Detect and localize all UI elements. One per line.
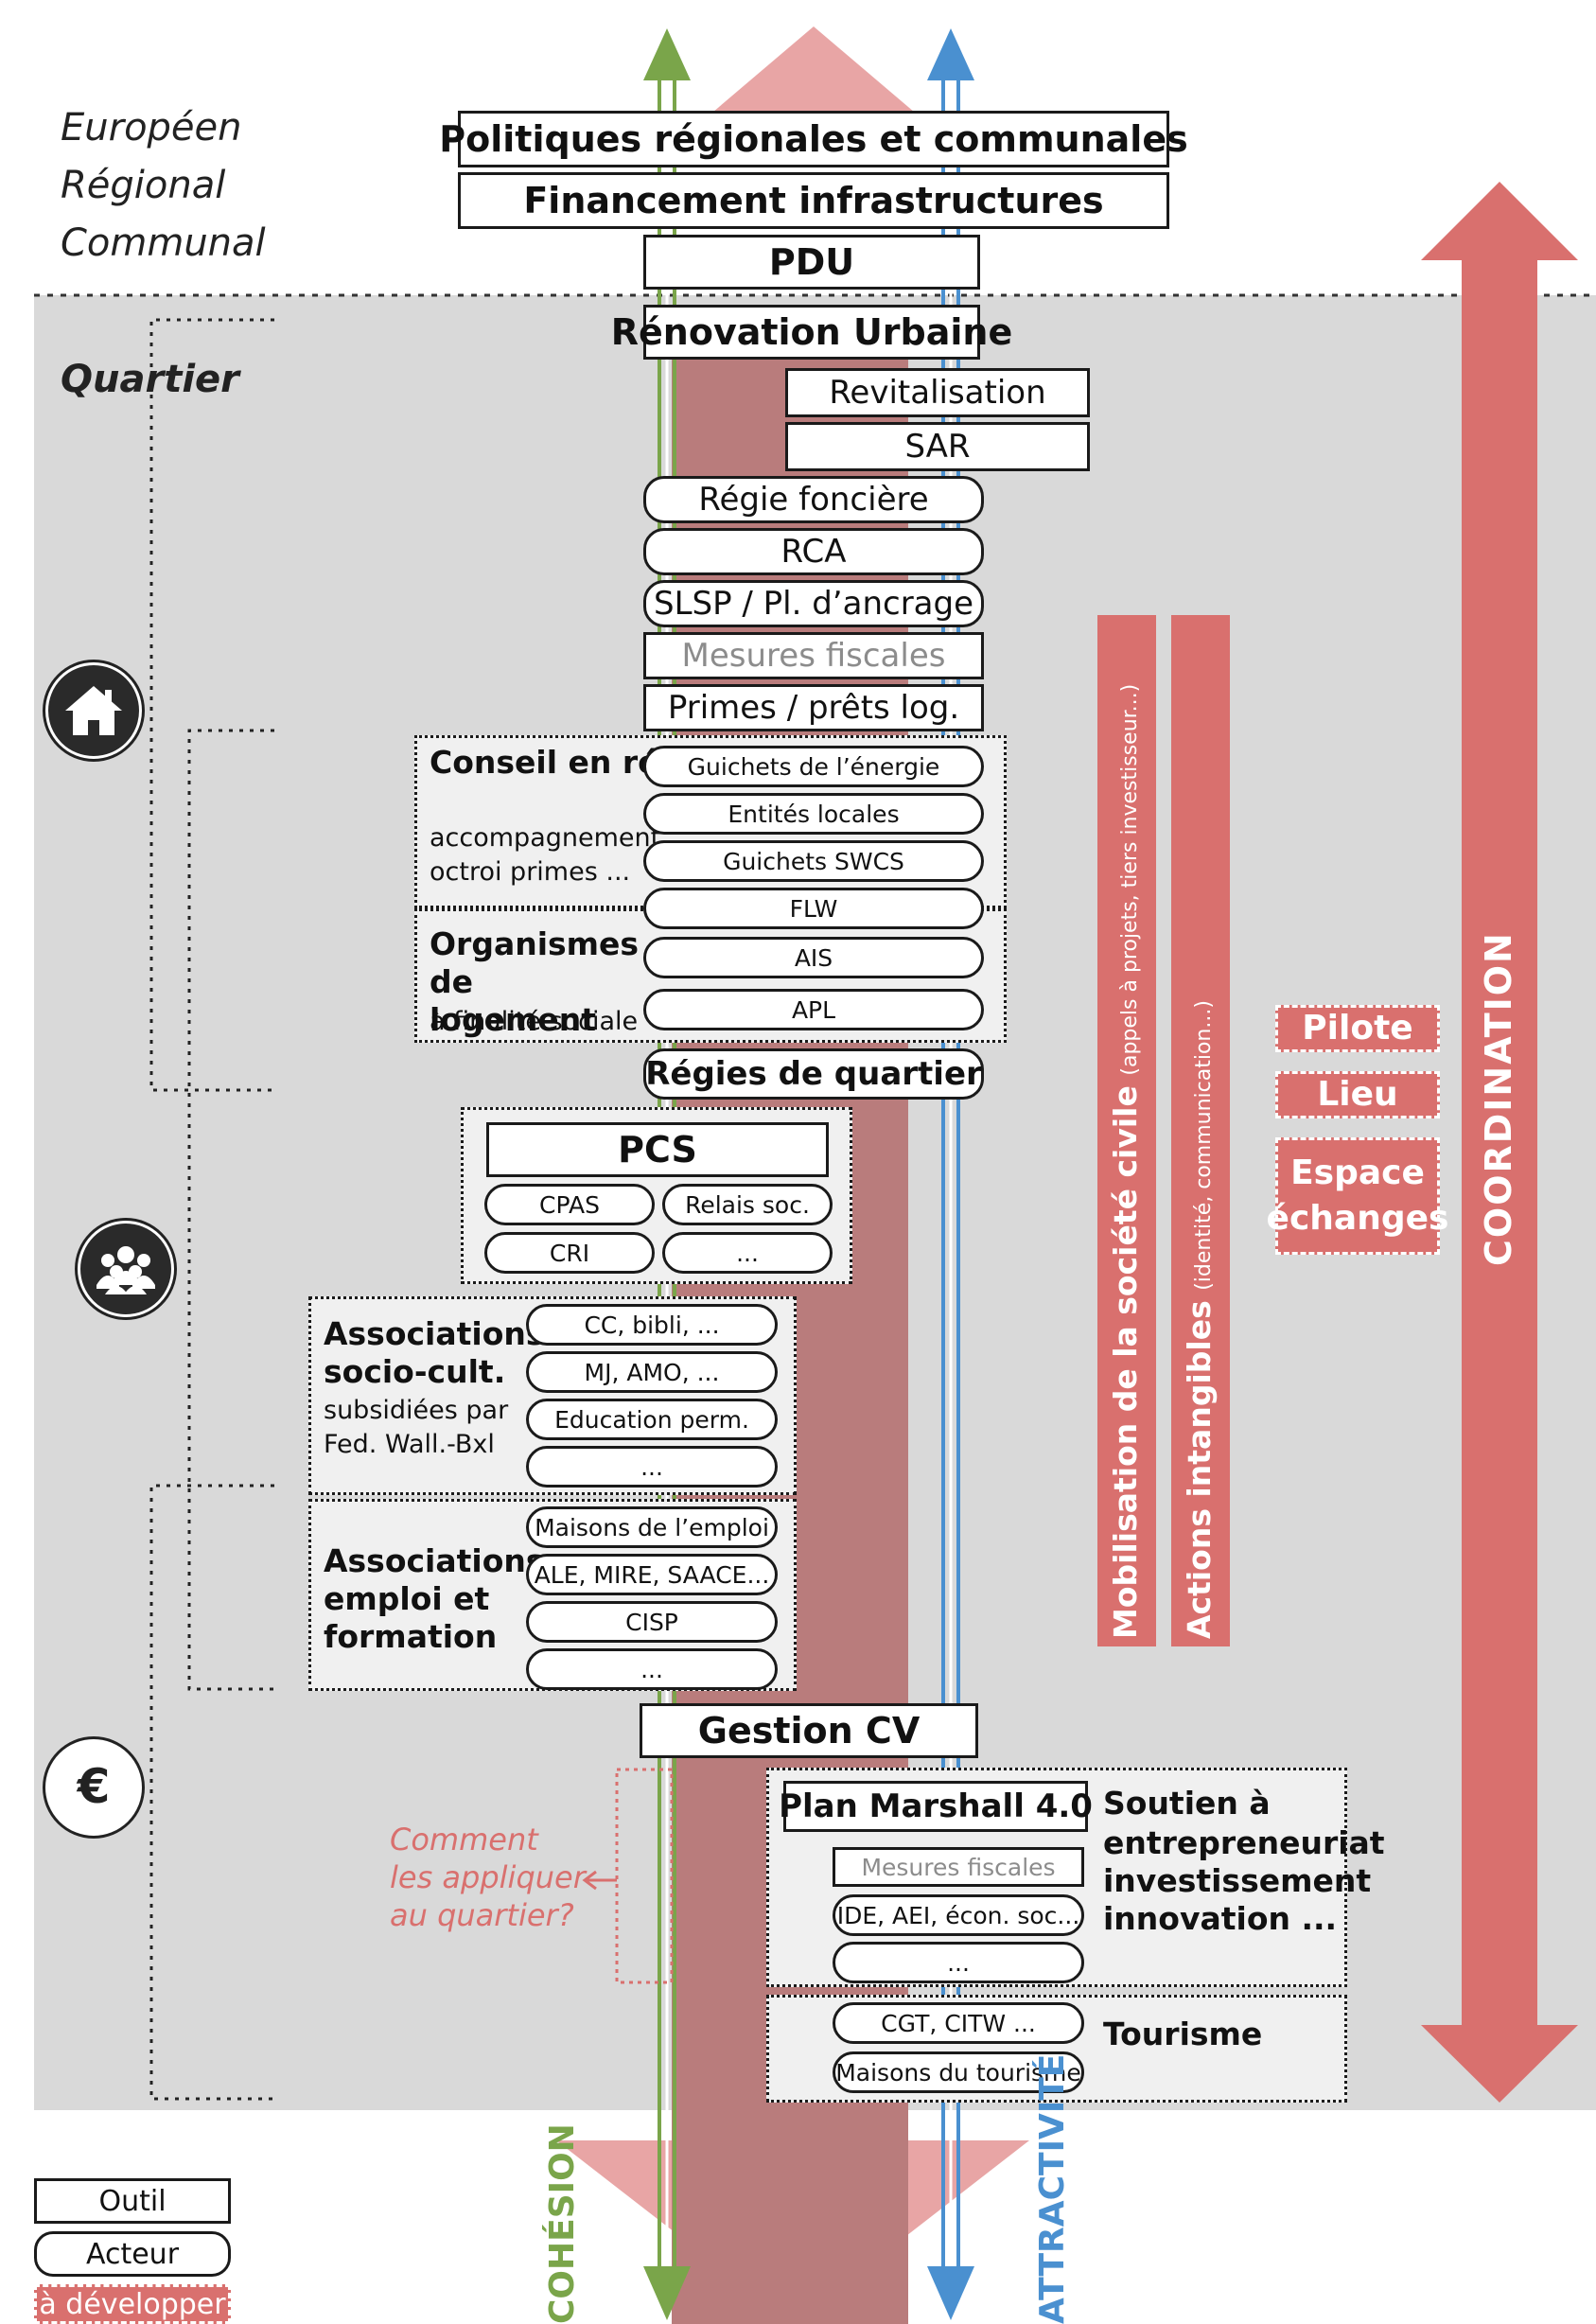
question-bracket	[582, 1768, 674, 1984]
svg-text:€: €	[77, 1759, 111, 1814]
tool-plan-marshall: Plan Marshall 4.0	[779, 1781, 1093, 1832]
tool-gestion-cv: Gestion CV	[640, 1703, 978, 1758]
conseil-subtitle: accompagnement octroi primes ...	[430, 823, 661, 887]
actor-regie-fonciere: Régie foncière	[643, 476, 984, 523]
actor-maisons-tourisme: Maisons du tourisme	[833, 2051, 1084, 2093]
tag-espace-echanges: Espace échanges	[1267, 1137, 1448, 1255]
tool-politiques: Politiques régionales et communales	[439, 111, 1188, 167]
people-icon	[78, 1221, 174, 1317]
coordination-arrow	[1421, 182, 1578, 2103]
actor-entites-locales: Entités locales	[643, 793, 984, 835]
level-communal: Communal	[61, 221, 266, 265]
actor-ide-aei: IDE, AEI, écon. soc...	[833, 1894, 1084, 1936]
left-brackets	[149, 318, 274, 2101]
top-pink-triangle	[700, 26, 927, 123]
actor-emploi-more: ...	[526, 1648, 778, 1690]
actor-ais: AIS	[643, 937, 984, 978]
organismes-title: Organismes de logement	[430, 925, 640, 1038]
level-quartier: Quartier	[61, 358, 239, 401]
tag-lieu: Lieu	[1275, 1071, 1440, 1118]
mobilisation-paren: (appels à projets, tiers investisseur...…	[1118, 683, 1142, 1076]
actor-ale-mire: ALE, MIRE, SAACE...	[526, 1554, 778, 1595]
tool-mesures-fiscales: Mesures fiscales	[643, 632, 984, 679]
legend-outil: Outil	[34, 2178, 231, 2224]
tool-renovation-urbaine: Rénovation Urbaine	[611, 305, 1012, 360]
actor-pcs-more: ...	[662, 1232, 833, 1274]
level-regional: Régional	[61, 164, 226, 207]
mobilisation-label: Mobilisation de la société civile (appel…	[1107, 684, 1144, 1639]
actor-cri: CRI	[484, 1232, 655, 1274]
actor-maisons-emploi: Maisons de l’emploi	[526, 1506, 778, 1548]
tool-financement: Financement infrastructures	[458, 172, 1169, 229]
actions-label: Actions intangibles (identité, communica…	[1181, 1000, 1218, 1639]
attractivite-label: ATTRACTIVITÉ	[1033, 2053, 1072, 2324]
tag-pilote: Pilote	[1275, 1005, 1440, 1052]
tourisme-title: Tourisme	[1103, 2016, 1263, 2052]
tool-revitalisation: Revitalisation	[785, 368, 1090, 417]
tool-pdu: PDU	[643, 235, 980, 290]
soutien-line-2: investissement	[1103, 1862, 1372, 1899]
question-line-3: au quartier?	[390, 1897, 574, 1933]
level-europeen: Européen	[61, 106, 242, 150]
tool-mesures-fiscales-eco: Mesures fiscales	[833, 1847, 1084, 1887]
mobilisation-bar	[1097, 615, 1156, 1646]
actor-apl: APL	[643, 989, 984, 1030]
tool-sar: SAR	[785, 422, 1090, 471]
question-text: Comment les appliquer au quartier?	[390, 1821, 586, 1934]
actor-guichets-energie: Guichets de l’énergie	[643, 746, 984, 787]
soutien-line-1: entrepreneuriat	[1103, 1824, 1385, 1861]
tool-pcs: PCS	[486, 1122, 829, 1177]
mobilisation-text: Mobilisation de la société civile	[1107, 1085, 1144, 1639]
legend-a-developper: à développer	[34, 2284, 231, 2324]
question-line-2: les appliquer	[390, 1859, 586, 1895]
soutien-title: Soutien à	[1103, 1785, 1271, 1822]
socio-cult-subtitle: subsidiées par Fed. Wall.-Bxl	[324, 1396, 509, 1459]
actor-rca: RCA	[643, 528, 984, 575]
actor-mj-amo: MJ, AMO, ...	[526, 1351, 778, 1393]
emploi-title: Associations emploi et formation	[324, 1542, 545, 1655]
actor-cgt-citw: CGT, CITW ...	[833, 2002, 1084, 2044]
euro-icon: €	[45, 1739, 142, 1836]
cohesion-label: COHÉSION	[543, 2123, 582, 2324]
actor-regies-quartier: Régies de quartier	[643, 1048, 984, 1100]
actor-cpas: CPAS	[484, 1184, 655, 1225]
actor-relais-soc: Relais soc.	[662, 1184, 833, 1225]
actions-text: Actions intangibles	[1181, 1300, 1218, 1639]
organismes-subtitle: à finalité sociale	[430, 1007, 639, 1036]
actor-eco-more: ...	[833, 1942, 1084, 1983]
actor-guichets-swcs: Guichets SWCS	[643, 840, 984, 882]
actions-paren: (identité, communication...)	[1192, 1000, 1216, 1291]
actor-slsp: SLSP / Pl. d’ancrage	[643, 580, 984, 627]
actor-cisp: CISP	[526, 1601, 778, 1643]
actor-socio-more: ...	[526, 1446, 778, 1488]
actor-flw: FLW	[643, 888, 984, 929]
soutien-line-3: innovation ...	[1103, 1900, 1338, 1937]
actor-cc-bibli: CC, bibli, ...	[526, 1304, 778, 1346]
legend-acteur: Acteur	[34, 2231, 231, 2277]
actions-bar	[1171, 615, 1230, 1646]
house-icon	[45, 662, 142, 759]
socio-cult-title: Associations socio-cult.	[324, 1315, 545, 1390]
coordination-label: COORDINATION	[1478, 931, 1519, 1266]
actor-education-perm: Education perm.	[526, 1399, 778, 1440]
tool-primes: Primes / prêts log.	[643, 684, 984, 731]
question-line-1: Comment	[390, 1822, 538, 1857]
